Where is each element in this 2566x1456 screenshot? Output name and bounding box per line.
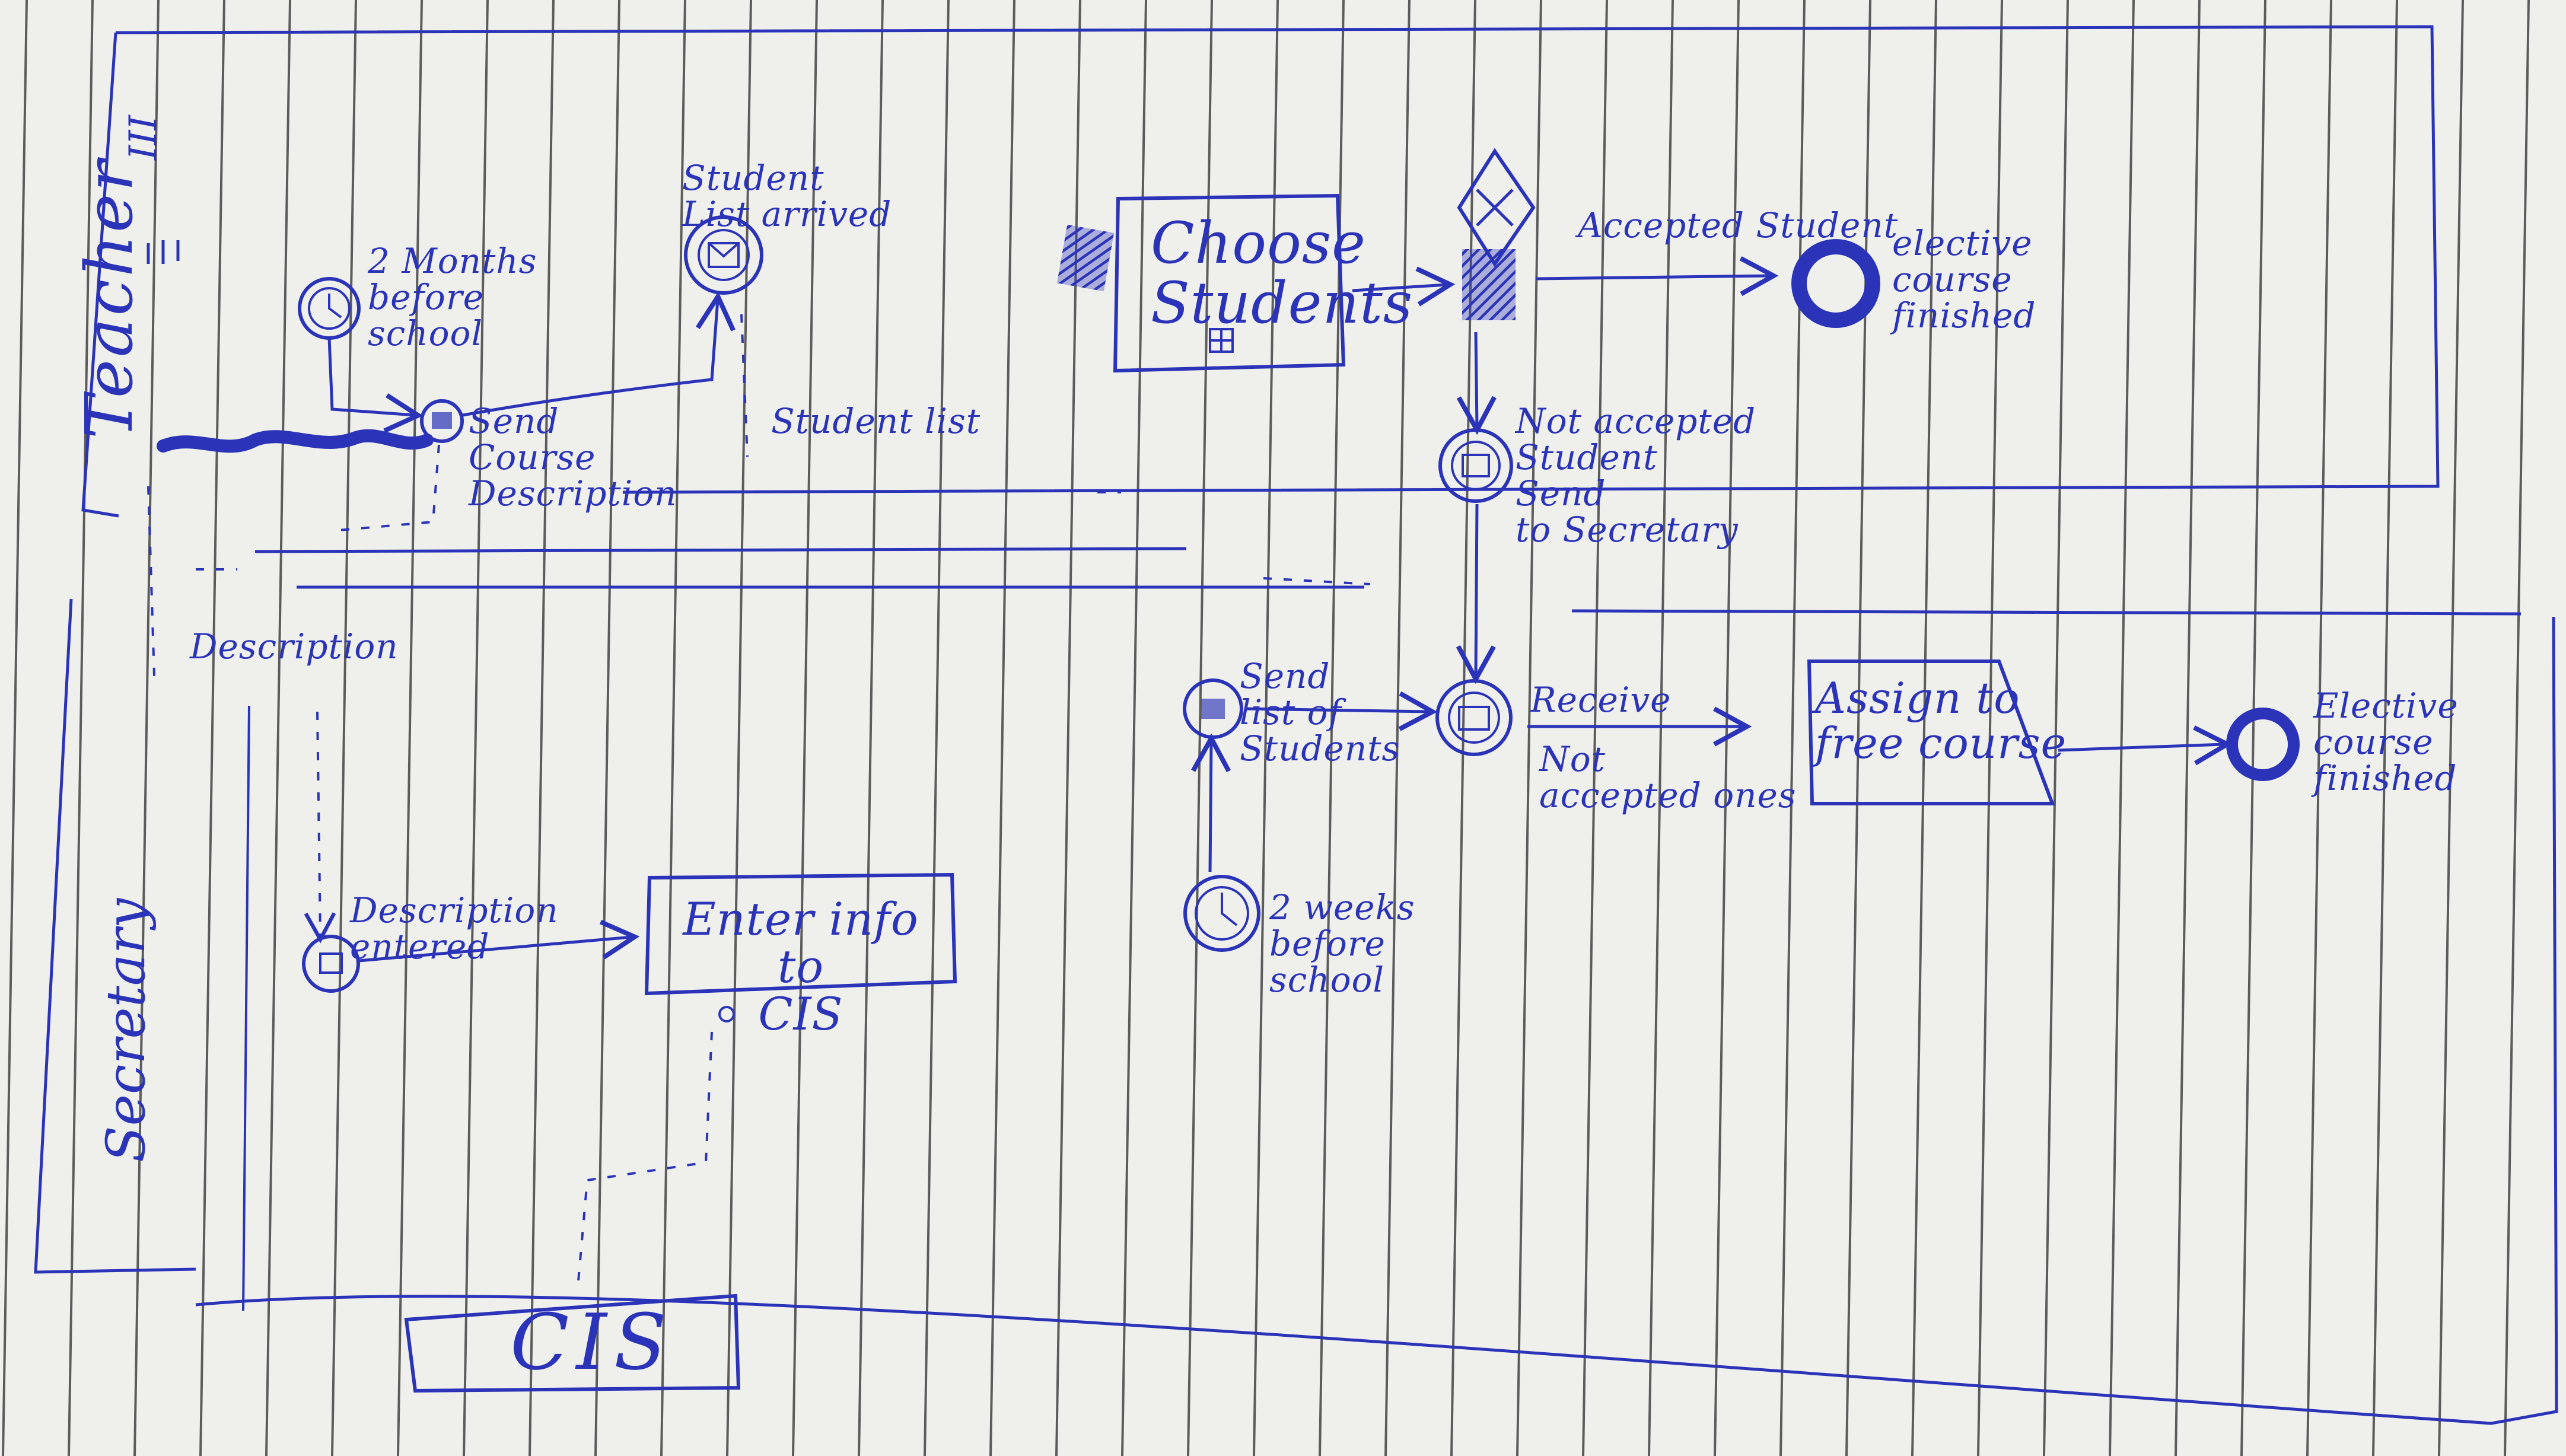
- label-cis: CIS: [510, 1297, 674, 1387]
- label-not-accepted-ones: Not accepted ones: [1539, 739, 1797, 815]
- not-accepted-message-icon: [1438, 428, 1513, 503]
- send-list-message-icon: [1183, 678, 1243, 739]
- rule-line: [2372, 0, 2398, 1456]
- sequence-flows: [327, 256, 2233, 963]
- rule-line: [792, 0, 818, 1456]
- gateway-diamond: [1457, 148, 1536, 320]
- teacher-tick-marks: [147, 240, 180, 264]
- rule-line: [2306, 0, 2332, 1456]
- lane-label-teacher: Teacher: [71, 158, 147, 439]
- label-student-list-flow: Student list: [771, 401, 981, 441]
- label-elective-finished-bottom: Elective course finished: [2313, 686, 2459, 798]
- lane-divider: [254, 547, 2522, 616]
- rule-line: [2043, 0, 2069, 1456]
- rule-line: [1253, 0, 1279, 1456]
- label-receive: Receive: [1530, 680, 1672, 720]
- secretary-lane-border: [34, 598, 2558, 1425]
- rule-line: [1911, 0, 1937, 1456]
- secretary-inner-border: [242, 705, 250, 1311]
- timer-2-weeks-icon: [1183, 875, 1260, 952]
- rule-line: [660, 0, 686, 1456]
- label-enter-info-to-cis: Enter info to CIS: [683, 893, 919, 1040]
- rule-line: [68, 0, 94, 1456]
- rule-line: [1450, 0, 1476, 1456]
- label-2-weeks: 2 weeks before school: [1269, 887, 1415, 1000]
- label-assign-to-free-course: Assign to free course: [1815, 673, 2067, 768]
- teacher-lane-border: [81, 25, 2440, 518]
- rule-line: [199, 0, 225, 1456]
- rule-line: [924, 0, 950, 1456]
- hatched-marker: [1056, 224, 1115, 292]
- rule-line: [1779, 0, 1806, 1456]
- timer-2-months-icon: [298, 277, 361, 340]
- rule-line: [2109, 0, 2135, 1456]
- label-send-course-description: Send Course Description: [469, 401, 677, 514]
- choose-students-box: [1113, 193, 1346, 373]
- label-student-list-arrived: Student List arrived: [682, 158, 892, 234]
- label-description-flow: Description: [190, 626, 399, 667]
- rule-line: [989, 0, 1015, 1456]
- send-description-message-icon: [420, 399, 464, 443]
- lane-label-secretary: Secretary: [95, 898, 157, 1162]
- rule-line: [594, 0, 620, 1456]
- label-description-entered: Description entered: [350, 890, 559, 967]
- rule-line: [2, 0, 28, 1456]
- rule-line: [1845, 0, 1871, 1456]
- label-not-accepted-send: Not accepted Student Send to Secretary: [1516, 401, 1756, 550]
- rule-line: [397, 0, 423, 1456]
- end-event-bottom: [2226, 708, 2300, 781]
- rule-line: [1187, 0, 1213, 1456]
- rule-line: [1384, 0, 1411, 1456]
- scribble: [157, 429, 434, 453]
- rule-line: [2240, 0, 2266, 1456]
- label-elective-finished-top: elective course finished: [1892, 223, 2036, 336]
- cis-box: [404, 1293, 741, 1393]
- rule-line: [529, 0, 555, 1456]
- end-event-top: [1791, 239, 1880, 328]
- rule-line: [1977, 0, 2003, 1456]
- rule-line: [265, 0, 291, 1456]
- assign-course-box: [1807, 659, 2055, 805]
- rule-line: [1121, 0, 1147, 1456]
- message-flows: [147, 314, 1371, 1282]
- rule-line: [2504, 0, 2530, 1456]
- rule-line: [463, 0, 489, 1456]
- rule-line: [2438, 0, 2464, 1456]
- enter-info-box: [644, 872, 957, 996]
- rule-line: [858, 0, 884, 1456]
- rule-line: [133, 0, 160, 1456]
- label-send-list-of-students: Send list of Students: [1240, 656, 1400, 769]
- teacher-mark: III: [122, 115, 165, 160]
- rule-line: [726, 0, 752, 1456]
- rule-line: [2175, 0, 2201, 1456]
- label-choose-students: Choose Students: [1151, 210, 1413, 336]
- rule-line: [331, 0, 357, 1456]
- label-accepted-student: Accepted Student: [1578, 205, 1899, 246]
- label-2-months: 2 Months before school: [368, 241, 537, 353]
- rule-line: [1055, 0, 1081, 1456]
- receive-message-icon: [1435, 679, 1513, 756]
